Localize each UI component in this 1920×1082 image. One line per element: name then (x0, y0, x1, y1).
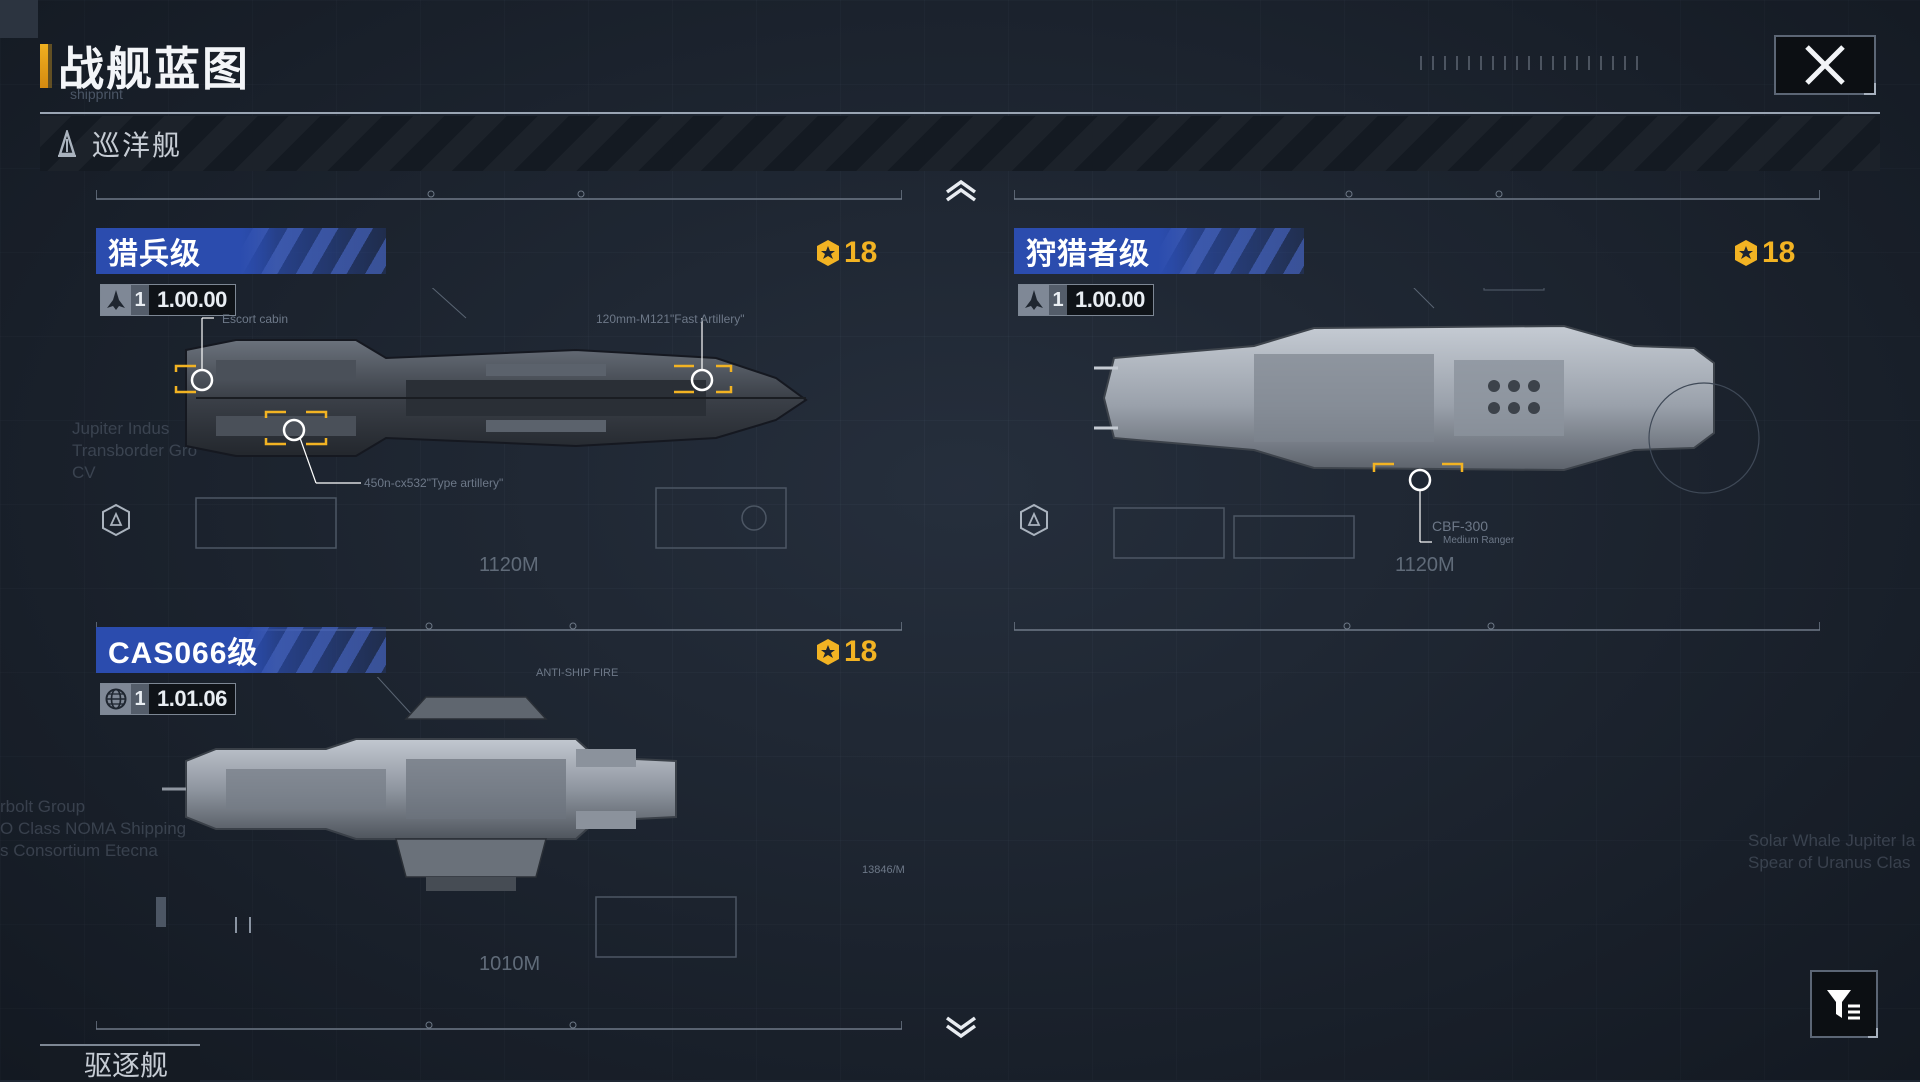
corner-mark (0, 0, 38, 38)
category-bar[interactable]: 巡洋舰 (40, 116, 1880, 171)
ship-length: 1120M (479, 554, 539, 576)
cruiser-icon (54, 129, 80, 159)
callout-label-1: ANTI-SHIP FIRE (536, 667, 619, 679)
ship-version: 1.00.00 (1075, 287, 1145, 312)
ship-stat-box: 1 1.00.00 (1018, 284, 1154, 316)
bg-text-left-5: O Class NOMA Shipping (0, 819, 187, 838)
chevron-down-icon (945, 1016, 977, 1039)
header-divider (40, 112, 1880, 114)
bg-text-left-6: s Consortium Etecna (0, 841, 158, 860)
ship-card-hunter-class[interactable]: 猎兵级 18 1 1.00.00 (96, 190, 906, 631)
ship-cost: 18 (814, 635, 877, 669)
category-label: 驱逐舰 (84, 1050, 169, 1081)
card-ruler-top (96, 190, 902, 200)
cost-badge-icon (817, 639, 839, 665)
ship-name: 猎兵级 (108, 238, 201, 271)
fighter-class-icon (1019, 285, 1049, 315)
bg-text-left-1: Jupiter Indus (72, 419, 170, 438)
card-ruler-bottom (1014, 622, 1820, 631)
page-subtitle: shipprint (70, 86, 123, 102)
title-accent-bar (40, 44, 48, 88)
ship-blueprint-cas066 (156, 677, 737, 958)
ship-count: 1 (1049, 285, 1067, 315)
ship-blueprint-hunter (174, 288, 808, 549)
ship-length: 1010M (479, 953, 541, 975)
hexagon-warning-icon (1020, 503, 1048, 537)
callout-label-2: 13846/M (862, 864, 905, 876)
ship-version: 1.00.00 (157, 287, 227, 312)
filter-button[interactable] (1810, 970, 1878, 1038)
ship-cost: 18 (1732, 236, 1795, 270)
ship-version: 1.01.06 (157, 686, 227, 711)
scroll-down-button[interactable] (944, 1016, 978, 1040)
ship-name-plate: 猎兵级 (96, 228, 386, 274)
cost-badge-icon (817, 240, 839, 266)
category-label: 巡洋舰 (92, 129, 183, 161)
card-ruler-bottom (96, 1021, 902, 1030)
ship-card-cas066-class[interactable]: CAS066级 18 1 1.01.06 (96, 627, 906, 1030)
callout-label-1: CBF-300 (1432, 518, 1489, 534)
bg-text-left-2: Transborder Gro (72, 441, 198, 460)
callout-label-2: Medium Ranger (1443, 535, 1515, 546)
ship-name: CAS066级 (108, 637, 259, 670)
bg-text-left-4: rbolt Group (0, 797, 86, 816)
header-tick-decoration (1420, 56, 1640, 70)
ship-name: 狩猎者级 (1026, 238, 1150, 271)
chevron-up-icon (945, 179, 977, 202)
hexagon-warning-icon (102, 503, 130, 537)
ship-name-plate: 狩猎者级 (1014, 228, 1304, 274)
ship-stat-box: 1 1.00.00 (100, 284, 236, 316)
filter-icon (1827, 990, 1860, 1020)
bg-text-right-2: Spear of Uranus Clas (1748, 853, 1911, 872)
cost-value: 18 (844, 236, 878, 269)
ship-stat-box: 1 1.01.06 (100, 683, 236, 715)
bg-text-left-3: CV (72, 463, 96, 482)
bg-text-right-1: Solar Whale Jupiter Ia (1748, 831, 1916, 850)
callout-label-3: 450n-cx532"Type artillery" (364, 476, 504, 490)
close-icon (1805, 45, 1845, 85)
globe-icon (101, 684, 131, 714)
callout-label-2: 120mm-M121"Fast Artillery" (596, 312, 745, 326)
category-bar-destroyer[interactable]: 驱逐舰 (40, 1044, 200, 1082)
callout-label-1: Escort cabin (222, 312, 289, 326)
ship-blueprint-stalker (1094, 288, 1760, 559)
cost-value: 18 (1762, 236, 1796, 269)
ship-length: 1120M (1395, 554, 1455, 576)
cost-badge-icon (1735, 240, 1757, 266)
ship-name-plate: CAS066级 (96, 627, 386, 673)
ship-cost: 18 (814, 236, 877, 270)
card-ruler-top (1014, 190, 1820, 200)
close-button[interactable] (1774, 35, 1876, 95)
fighter-class-icon (101, 285, 131, 315)
ship-count: 1 (131, 684, 149, 714)
page-header: 战舰蓝图 (40, 40, 250, 95)
ship-card-stalker-class[interactable]: 狩猎者级 18 1 1.00.00 (1014, 190, 1824, 631)
cost-value: 18 (844, 635, 878, 668)
page-title: 战舰蓝图 (58, 43, 250, 95)
scroll-up-button[interactable] (944, 178, 978, 202)
ship-count: 1 (131, 285, 149, 315)
